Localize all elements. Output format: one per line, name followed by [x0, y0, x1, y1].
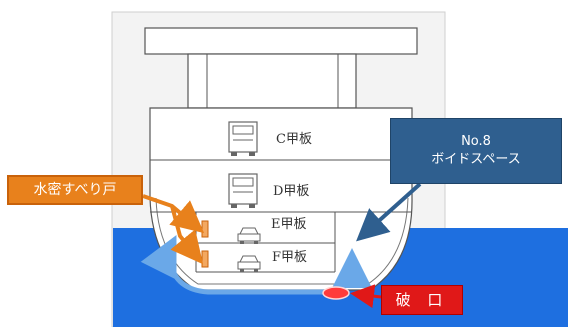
door-pointer-lower	[170, 205, 204, 265]
callout-watertight-door-text: 水密すべり戸	[33, 182, 117, 198]
watertight-door-icon	[201, 220, 209, 238]
car-icon	[237, 227, 261, 244]
upper-structure	[187, 53, 357, 109]
deck-label-f: F甲板	[272, 250, 307, 265]
void-space-pointer	[356, 182, 422, 242]
truck-icon	[228, 121, 258, 156]
water-flow-arrow	[140, 235, 330, 295]
callout-watertight-door: 水密すべり戸	[7, 175, 143, 205]
callout-void-space-line2: ボイドスペース	[431, 152, 521, 167]
callout-breach-text: 破 口	[395, 291, 449, 309]
watertight-door-icon	[201, 250, 209, 268]
callout-breach: 破 口	[381, 285, 463, 315]
breach-hole-icon	[322, 286, 350, 300]
callout-void-space: No.8 ボイドスペース	[390, 118, 562, 184]
callout-void-space-line1: No.8	[461, 134, 491, 149]
inner-hull-line	[155, 197, 409, 285]
deck-label-e: E甲板	[271, 217, 307, 232]
deck-label-c: C甲板	[276, 132, 312, 147]
car-icon	[237, 255, 261, 272]
top-deck-housing	[144, 27, 418, 55]
breach-pointer	[350, 284, 382, 309]
truck-icon	[228, 173, 258, 208]
deck-label-d: D甲板	[273, 184, 309, 199]
